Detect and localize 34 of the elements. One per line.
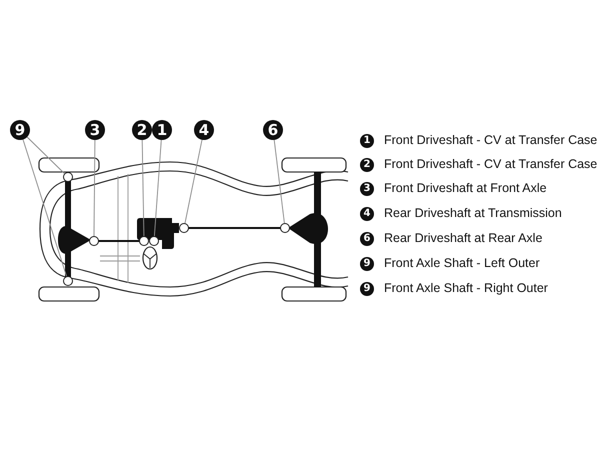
joint-marker	[280, 223, 290, 233]
callout-number: 9	[360, 282, 374, 296]
joint-marker	[149, 236, 159, 246]
callout-number: 4	[194, 120, 214, 140]
part-description: Front Axle Shaft - Right Outer	[384, 281, 548, 296]
callout-number: 6	[263, 120, 283, 140]
leader-line	[94, 140, 96, 236]
callout-number: 9	[360, 257, 374, 271]
leader-line	[22, 139, 67, 277]
part-description: Rear Driveshaft at Transmission	[384, 206, 562, 221]
part-description: Front Axle Shaft - Left Outer	[384, 256, 540, 271]
callout-number: 9	[10, 120, 30, 140]
joint-marker	[89, 236, 99, 246]
part-description: Front Driveshaft - CV at Transfer Case	[384, 157, 598, 172]
leader-line	[274, 139, 285, 224]
leader-line	[154, 140, 162, 236]
leader-line	[26, 136, 65, 174]
callout-number: 2	[360, 158, 374, 172]
callout-number: 4	[360, 207, 374, 221]
leader-line	[142, 140, 144, 236]
joint-marker	[179, 223, 189, 233]
callout-number: 6	[360, 232, 374, 246]
part-description: Rear Driveshaft at Rear Axle	[384, 231, 542, 246]
callout-number: 2	[132, 120, 152, 140]
joint-marker	[63, 276, 73, 286]
leader-line	[184, 139, 202, 224]
callout-number: 3	[85, 120, 105, 140]
joint-marker	[139, 236, 149, 246]
joint-marker	[63, 172, 73, 182]
callout-number: 3	[360, 182, 374, 196]
callout-number: 1	[360, 134, 374, 148]
part-description: Front Driveshaft - CV at Transfer Case	[384, 133, 598, 148]
part-description: Front Driveshaft at Front Axle	[384, 181, 547, 196]
callout-number: 1	[152, 120, 172, 140]
